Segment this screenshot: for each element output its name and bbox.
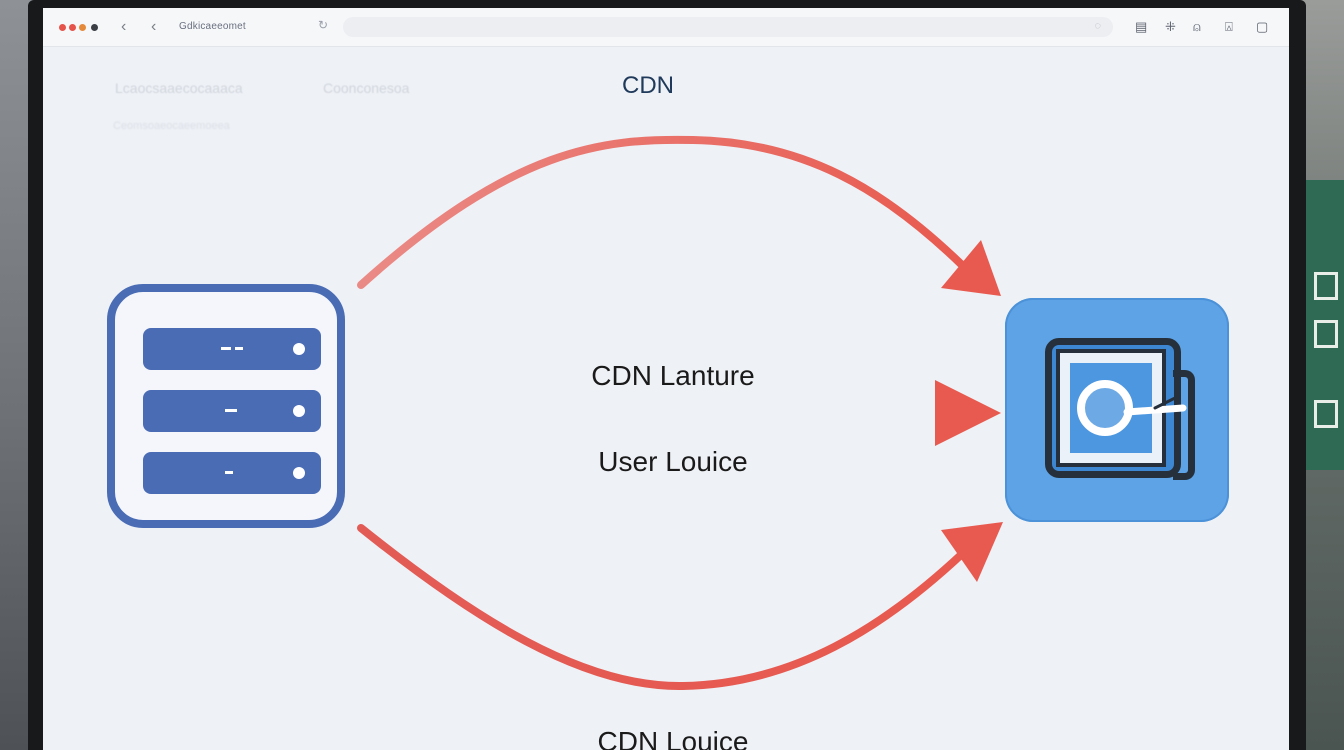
close-window-dot[interactable] [59, 24, 66, 31]
browser-toolbar: ‹ ‹ Gdkicaeeomet ↻ ◌ ▤ ⁜ ⍝ ⍓ ▢ [43, 8, 1289, 47]
arrow-middle-head [935, 380, 1001, 446]
bell-icon[interactable]: ⍓ [1225, 19, 1233, 34]
minimize-window-dot[interactable] [69, 24, 76, 31]
server-slot [221, 347, 231, 350]
faded-nav-item: Lcaocsaaecocaaaca [115, 80, 243, 96]
label-cdn-lanture: CDN Lanture [591, 360, 755, 391]
browser-tab-title[interactable]: Gdkicaeeomet [179, 21, 246, 32]
magnifier-icon [1077, 380, 1187, 436]
reader-icon[interactable]: ▤ [1135, 19, 1148, 34]
forward-chevron-icon[interactable]: ‹ [151, 18, 157, 35]
address-bar[interactable]: ◌ [343, 17, 1113, 37]
arrow-top-curve [357, 135, 967, 289]
menu-dot[interactable] [91, 24, 98, 31]
back-chevron-icon[interactable]: ‹ [121, 18, 127, 35]
background-panel [1306, 180, 1344, 470]
page-title: CDN [622, 72, 674, 99]
maximize-window-dot[interactable] [79, 24, 86, 31]
arrow-bottom-head [941, 522, 1003, 582]
server-led [293, 405, 305, 417]
monitor-screen: ‹ ‹ Gdkicaeeomet ↻ ◌ ▤ ⁜ ⍝ ⍓ ▢ Lcaocsaae… [43, 8, 1289, 750]
window-square-icon[interactable]: ▢ [1256, 19, 1269, 34]
arrow-top-head [941, 240, 1001, 296]
arrow-bottom-curve [357, 524, 967, 691]
settings-icon[interactable]: ⁜ [1165, 19, 1176, 34]
server-slot [225, 409, 237, 412]
server-rack [143, 328, 321, 370]
arrows-layer [357, 135, 1003, 691]
label-cdn-louice: CDN Louice [597, 726, 749, 750]
faded-subtitle: Ceomsoaeocaeemoeea [113, 120, 230, 132]
bookmark-icon[interactable]: ◌ [1094, 20, 1101, 32]
background-wall-right [1300, 0, 1344, 750]
faded-nav-item: Coonconesoa [323, 80, 410, 96]
refresh-icon[interactable]: ↻ [318, 18, 329, 32]
server-led [293, 343, 305, 355]
server-rack [143, 390, 321, 432]
server-slot [225, 471, 233, 474]
document-tab [1173, 370, 1195, 480]
panel-window [1314, 272, 1338, 300]
account-icon[interactable]: ⍝ [1193, 19, 1201, 34]
client-app-icon [1005, 298, 1229, 522]
server-icon [107, 284, 345, 528]
panel-window [1314, 400, 1338, 428]
server-led [293, 467, 305, 479]
panel-window [1314, 320, 1338, 348]
server-rack [143, 452, 321, 494]
server-slot [235, 347, 243, 350]
label-user-louice: User Louice [598, 446, 748, 477]
